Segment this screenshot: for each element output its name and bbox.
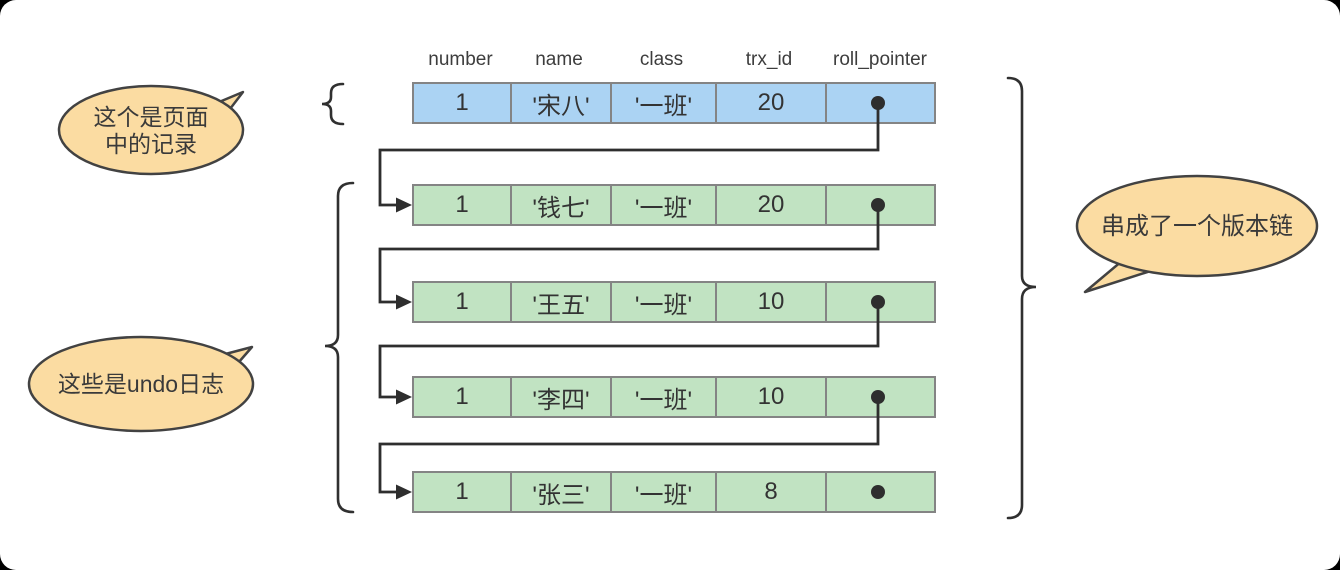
callout-bubble [27, 335, 255, 433]
cell-name: '张三' [510, 473, 610, 511]
cell-trx-id: 10 [715, 378, 825, 416]
column-header-trx-id: trx_id [745, 49, 793, 70]
cell-roll-pointer [825, 283, 934, 321]
cell-name: '宋八' [510, 84, 610, 122]
undo-log-row: 1 '钱七' '一班' 20 [412, 184, 936, 226]
callout-text: 这些是undo日志 [58, 371, 224, 397]
callout-undo-logs: 这些是undo日志 [27, 335, 255, 433]
undo-log-row: 1 '王五' '一班' 10 [412, 281, 936, 323]
cell-trx-id: 20 [715, 186, 825, 224]
callout-page-record: 这个是页面 中的记录 [57, 84, 245, 176]
cell-roll-pointer [825, 378, 934, 416]
arrowhead-icon [396, 484, 412, 500]
callout-tail [193, 345, 254, 380]
cell-class: '一班' [610, 473, 715, 511]
cell-number: 1 [455, 191, 469, 218]
cell-name: '王五' [510, 283, 610, 321]
cell-class: '一班' [610, 378, 715, 416]
callout-tail [198, 90, 245, 124]
version-chain-brace [1006, 76, 1037, 520]
cell-number: 1 [455, 288, 469, 315]
column-header-number: number [428, 49, 493, 70]
cell-name: '李四' [510, 378, 610, 416]
page-record-brace [321, 82, 345, 126]
callout-bubble [57, 84, 245, 176]
callout-text: 串成了一个版本链 [1101, 213, 1293, 240]
connector-arrowheads [396, 197, 412, 500]
cell-number: 1 [455, 383, 469, 410]
cell-roll-pointer [825, 473, 934, 511]
arrowhead-icon [396, 389, 412, 405]
cell-trx-id: 20 [715, 84, 825, 122]
arrowhead-icon [396, 294, 412, 310]
undo-logs-brace [324, 181, 355, 514]
cell-roll-pointer [825, 186, 934, 224]
cell-class: '一班' [610, 283, 715, 321]
arrowhead-icon [396, 197, 412, 213]
column-header-roll-pointer: roll_pointer [833, 49, 927, 70]
cell-class: '一班' [610, 186, 715, 224]
callout-version-chain: 串成了一个版本链 [1075, 174, 1319, 294]
cell-number: 1 [455, 89, 469, 116]
cell-roll-pointer [825, 84, 934, 122]
cell-class: '一班' [610, 84, 715, 122]
cell-trx-id: 8 [715, 473, 825, 511]
callout-tail [1083, 248, 1162, 294]
cell-name: '钱七' [510, 186, 610, 224]
cell-number: 1 [455, 478, 469, 505]
callout-text-line2: 中的记录 [105, 131, 197, 157]
undo-log-row: 1 '张三' '一班' 8 [412, 471, 936, 513]
undo-log-row: 1 '李四' '一班' 10 [412, 376, 936, 418]
page-record-row: 1 '宋八' '一班' 20 [412, 82, 936, 124]
column-header-class: class [639, 49, 684, 70]
cell-trx-id: 10 [715, 283, 825, 321]
callout-bubble [1075, 174, 1319, 278]
column-header-name: name [535, 49, 583, 70]
callout-text-line1: 这个是页面 [94, 104, 209, 130]
